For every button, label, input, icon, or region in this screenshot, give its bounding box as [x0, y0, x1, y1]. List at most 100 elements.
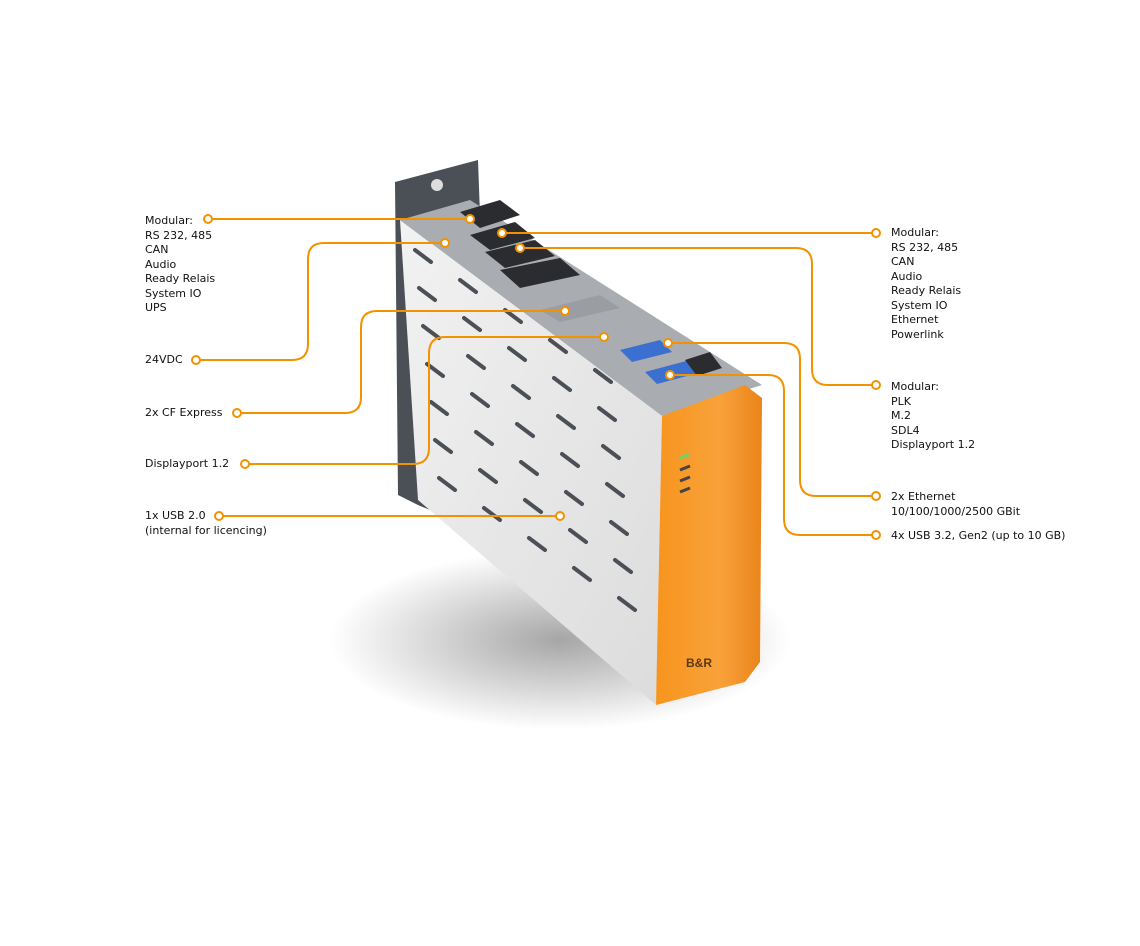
callout-dot: [214, 511, 224, 521]
vent-slot: [527, 536, 547, 552]
vent-slot: [597, 406, 617, 422]
callout-line-cf-express: [241, 310, 565, 414]
callout-line-ethernet: [668, 342, 872, 497]
vent-slot: [417, 286, 437, 302]
label-line: Modular:: [145, 214, 194, 227]
label-line: 2x Ethernet: [891, 490, 956, 503]
vent-slot: [413, 248, 433, 264]
vent-slot: [462, 316, 482, 332]
label-line: Audio: [891, 269, 923, 283]
target-dot: [663, 338, 673, 348]
vent-slot: [478, 468, 498, 484]
target-dot: [515, 243, 525, 253]
callout-line-usb32: [670, 374, 872, 536]
label-line: SDL4: [891, 423, 920, 437]
vent-slot: [511, 384, 531, 400]
callout-line-right-modular-plk: [520, 247, 872, 386]
vent-slot: [437, 476, 457, 492]
callout-dot: [871, 228, 881, 238]
device-side-face: [400, 220, 662, 705]
label-cf-express: 2x CF Express: [145, 406, 222, 421]
target-dot: [465, 214, 475, 224]
callout-lines: [200, 218, 872, 536]
vent-slots: [413, 248, 637, 612]
callout-dot: [232, 408, 242, 418]
vent-slot: [548, 338, 568, 354]
callout-dot: [871, 491, 881, 501]
label-line: CAN: [891, 255, 915, 268]
vent-slot: [617, 596, 637, 612]
vent-slot: [613, 558, 633, 574]
vent-slot: [593, 368, 613, 384]
label-line: PLK: [891, 394, 911, 408]
label-line: 4x USB 3.2, Gen2 (up to 10 GB): [891, 529, 1066, 542]
label-line: Powerlink: [891, 327, 944, 341]
label-usb2: 1x USB 2.0(internal for licencing): [145, 509, 267, 538]
vent-slot: [568, 528, 588, 544]
label-line: Displayport 1.2: [145, 457, 230, 470]
vent-slot: [482, 506, 502, 522]
vent-slot: [564, 490, 584, 506]
vent-slot: [523, 498, 543, 514]
vent-slot: [507, 346, 527, 362]
vent-slot: [421, 324, 441, 340]
callout-line-displayport: [249, 336, 604, 465]
label-line: (internal for licencing): [145, 523, 267, 537]
label-line: 24VDC: [145, 353, 183, 366]
vent-slot: [515, 422, 535, 438]
vent-slot: [601, 444, 621, 460]
label-line: Ready Relais: [145, 272, 216, 285]
callout-dot: [871, 380, 881, 390]
label-line: 10/100/1000/2500 GBit: [891, 504, 1021, 518]
vent-slot: [466, 354, 486, 370]
label-line: Ethernet: [891, 313, 939, 326]
mount-hole: [431, 179, 443, 191]
label-line: System IO: [891, 298, 948, 312]
callout-dot: [191, 355, 201, 365]
target-dot: [440, 238, 450, 248]
label-line: 1x USB 2.0: [145, 509, 206, 522]
vent-slot: [458, 278, 478, 294]
label-usb32: 4x USB 3.2, Gen2 (up to 10 GB): [891, 529, 1065, 544]
label-line: Ready Relais: [891, 284, 962, 297]
target-dot: [555, 511, 565, 521]
callout-dot: [240, 459, 250, 469]
target-dot: [665, 370, 675, 380]
label-line: Audio: [145, 257, 177, 271]
target-dot: [560, 306, 570, 316]
label-line: Modular:: [891, 226, 940, 239]
vent-slot: [560, 452, 580, 468]
status-leds: [679, 452, 691, 494]
vent-slot: [474, 430, 494, 446]
callout-dot: [203, 214, 213, 224]
label-line: 2x CF Express: [145, 406, 223, 419]
label-line: M.2: [891, 409, 911, 422]
vent-slot: [605, 482, 625, 498]
vent-slot: [433, 438, 453, 454]
vent-slot: [519, 460, 539, 476]
label-line: CAN: [145, 243, 169, 256]
target-dot: [599, 332, 609, 342]
label-line: Displayport 1.2: [891, 438, 976, 451]
vent-slot: [572, 566, 592, 582]
label-line: Modular:: [891, 380, 940, 393]
label-line: RS 232, 485: [891, 240, 959, 254]
device-front-orange: [656, 385, 762, 705]
brand-logo: B&R: [686, 656, 712, 670]
label-displayport: Displayport 1.2: [145, 457, 229, 472]
label-line: RS 232, 485: [145, 228, 213, 242]
label-line: System IO: [145, 286, 202, 300]
vent-slot: [556, 414, 576, 430]
label-line: UPS: [145, 301, 167, 314]
vent-slot: [429, 400, 449, 416]
vent-slot: [609, 520, 629, 536]
vent-slot: [552, 376, 572, 392]
callout-dots: [191, 214, 881, 540]
callout-line-24vdc: [200, 242, 445, 361]
label-24vdc: 24VDC: [145, 353, 183, 368]
